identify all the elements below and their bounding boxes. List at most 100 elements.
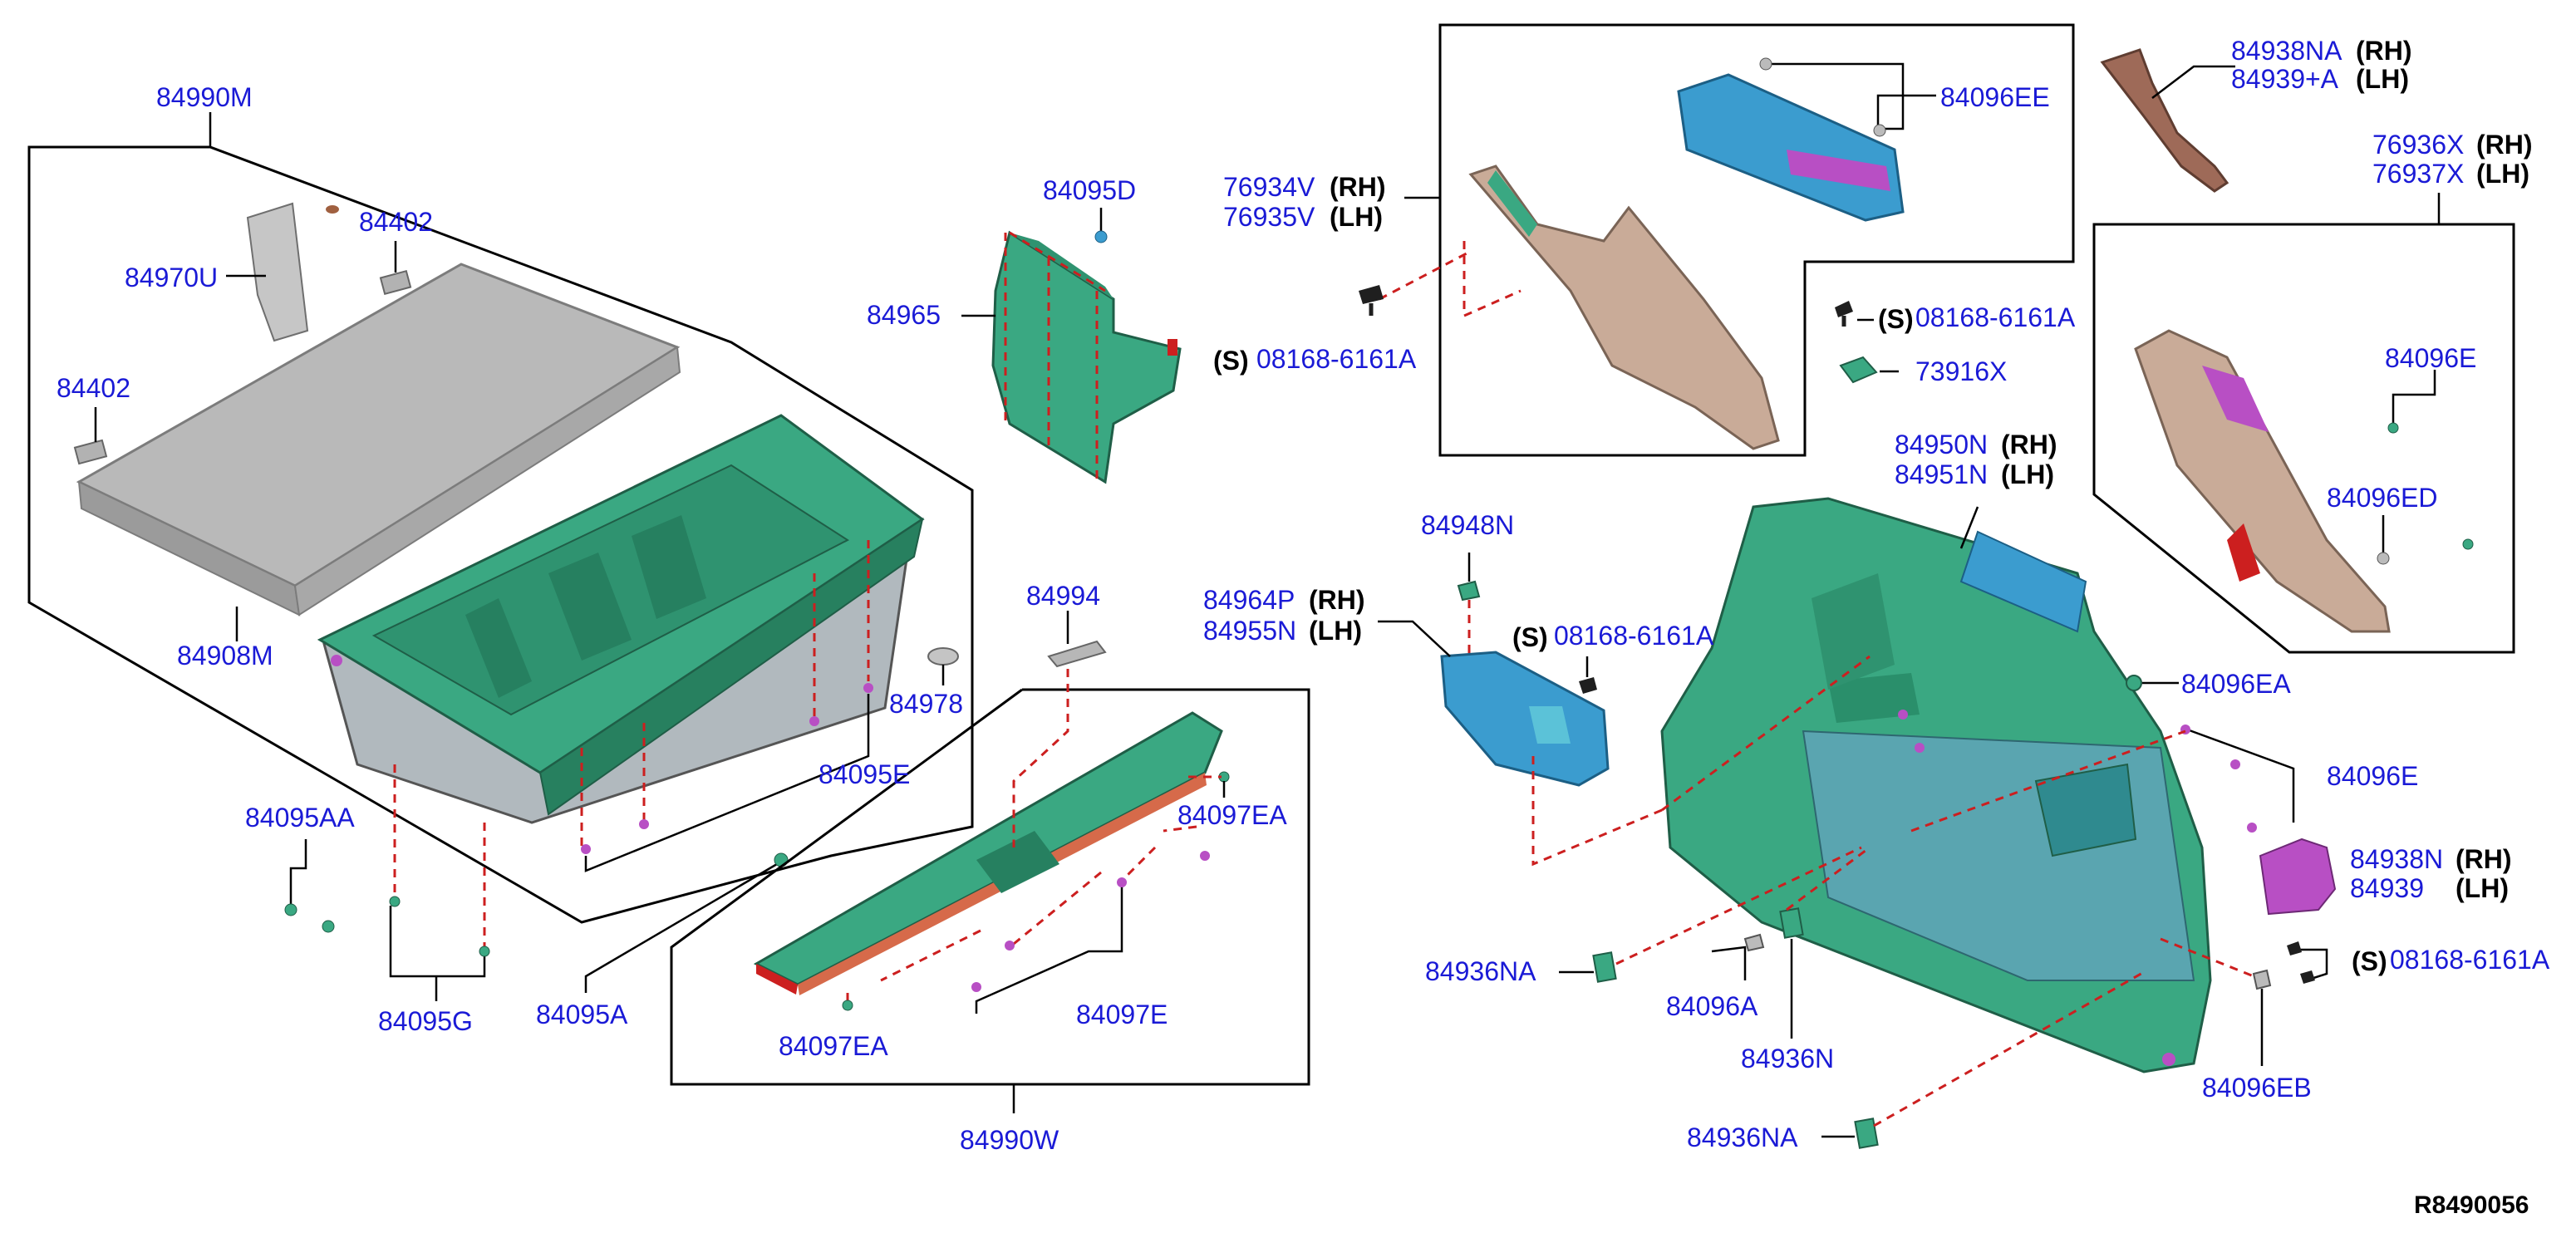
label-84939: 84939 (2350, 873, 2424, 903)
frame-84990W (670, 688, 1310, 1086)
pillar-trim-76936X (2134, 329, 2391, 633)
label-84096A: 84096A (1666, 991, 1758, 1021)
label-84938N: 84938N (2350, 844, 2443, 874)
label-s-b: (S) (1878, 304, 1914, 334)
label-84908M: 84908M (177, 641, 273, 671)
clip-84994 (1047, 640, 1107, 668)
clip-84978 (927, 647, 959, 666)
label-84994: 84994 (1026, 581, 1100, 611)
label-73916X: 73916X (1915, 356, 2007, 386)
label-76937X: 76937X (2372, 159, 2464, 189)
brace-84965 (991, 230, 1182, 484)
label-84939A: 84939+A (2231, 64, 2339, 94)
group-84938NA (2100, 48, 2235, 193)
label-84964P-rh: (RH) (1309, 585, 1365, 615)
label-84938NA-rh: (RH) (2356, 36, 2412, 66)
label-84955N-lh: (LH) (1309, 616, 1362, 646)
label-76936X: 76936X (2372, 130, 2464, 160)
frame-84990M (27, 145, 974, 924)
label-84097EA-upper: 84097EA (1177, 800, 1287, 830)
label-84402-lower: 84402 (57, 373, 130, 403)
label-84096EB: 84096EB (2202, 1073, 2312, 1103)
label-84950N-rh: (RH) (2001, 430, 2057, 459)
clip-84936NA-upper (1592, 951, 1617, 983)
label-84938NA: 84938NA (2231, 36, 2342, 66)
label-84951N-lh: (LH) (2001, 459, 2054, 489)
label-s-d: (S) (2352, 946, 2387, 976)
bracket-84964P (1440, 651, 1610, 787)
bracket-84096EE (1677, 73, 1905, 222)
label-76936X-rh: (RH) (2476, 130, 2533, 160)
clip-84948N (1457, 580, 1481, 602)
label-84955N: 84955N (1203, 616, 1296, 646)
bracket-84970U (246, 202, 309, 342)
label-84950N: 84950N (1895, 430, 1988, 459)
sill-plate (753, 711, 1223, 986)
label-84948N: 84948N (1421, 510, 1514, 540)
clip-84096EB (2252, 969, 2272, 990)
label-84939-lh: (LH) (2456, 873, 2509, 903)
group-76934V (1359, 23, 2075, 457)
bracket-84938N (2259, 838, 2337, 916)
label-84095AA: 84095AA (245, 803, 355, 833)
diagram-id: R8490056 (2414, 1191, 2529, 1219)
group-76936X (2092, 193, 2515, 654)
label-76934V: 76934V (1223, 172, 1315, 202)
label-84096EE: 84096EE (1940, 82, 2050, 112)
label-84938N-rh: (RH) (2456, 844, 2512, 874)
label-76935V: 76935V (1223, 202, 1315, 232)
clip-84936N (1779, 907, 1804, 939)
label-08168-b: 08168-6161A (1915, 302, 2076, 332)
label-84096E-upper: 84096E (2385, 343, 2476, 373)
label-84978: 84978 (889, 689, 963, 719)
label-84096E-lower: 84096E (2327, 761, 2418, 791)
label-84095A: 84095A (536, 1000, 628, 1029)
clip-84402-lower (73, 439, 108, 465)
bracket-84938NA (2100, 48, 2229, 193)
label-84951N: 84951N (1895, 459, 1988, 489)
label-84990M: 84990M (156, 82, 253, 112)
group-84950N (1660, 497, 2212, 1073)
label-84965: 84965 (867, 300, 941, 330)
group-fasteners-right (1559, 675, 2337, 1149)
clip-84936NA-lower (1854, 1118, 1879, 1149)
bolt-08168-d (2287, 941, 2302, 955)
label-84097E: 84097E (1076, 1000, 1168, 1029)
bolt-08168-a (1359, 285, 1384, 304)
label-84936NA-lower: 84936NA (1687, 1122, 1798, 1152)
frame-76934V (1438, 23, 2075, 457)
label-84096ED: 84096ED (2327, 483, 2437, 513)
label-84939A-lh: (LH) (2356, 64, 2409, 94)
group-84965 (961, 208, 1182, 484)
group-84964P (1378, 553, 1871, 867)
label-84097EA-lower: 84097EA (779, 1031, 888, 1061)
group-84990M (27, 112, 974, 1001)
label-s-a: (S) (1213, 346, 1249, 376)
clip-84402-upper (379, 269, 412, 296)
bolt-08168-c (1579, 677, 1597, 694)
label-76934V-rh: (RH) (1330, 172, 1386, 202)
label-84936NA-upper: 84936NA (1425, 956, 1536, 986)
part-labels: 84990M 84970U 84402 84402 84908M 84095AA… (57, 36, 2550, 1219)
clip-84096A (1743, 933, 1765, 952)
label-s-c: (S) (1512, 622, 1548, 652)
group-fasteners-center (1835, 301, 1899, 384)
label-76935V-lh: (LH) (1330, 202, 1383, 232)
label-84095D: 84095D (1043, 175, 1136, 205)
label-84095E: 84095E (819, 759, 910, 789)
clip-84096EA (2126, 675, 2142, 691)
label-84970U: 84970U (125, 263, 218, 292)
group-84990W (670, 611, 1310, 1113)
label-08168-a: 08168-6161A (1256, 344, 1417, 374)
label-84096EA: 84096EA (2181, 669, 2291, 699)
label-84402-upper: 84402 (359, 207, 433, 237)
frame-76936X (2092, 223, 2515, 654)
label-84964P: 84964P (1203, 585, 1295, 615)
label-08168-c: 08168-6161A (1554, 621, 1714, 651)
label-84095G: 84095G (378, 1006, 473, 1036)
bolt-08168-b (1835, 301, 1853, 317)
clip-73916X (1839, 356, 1878, 384)
label-84936N: 84936N (1741, 1044, 1834, 1073)
label-76937X-lh: (LH) (2476, 159, 2529, 189)
